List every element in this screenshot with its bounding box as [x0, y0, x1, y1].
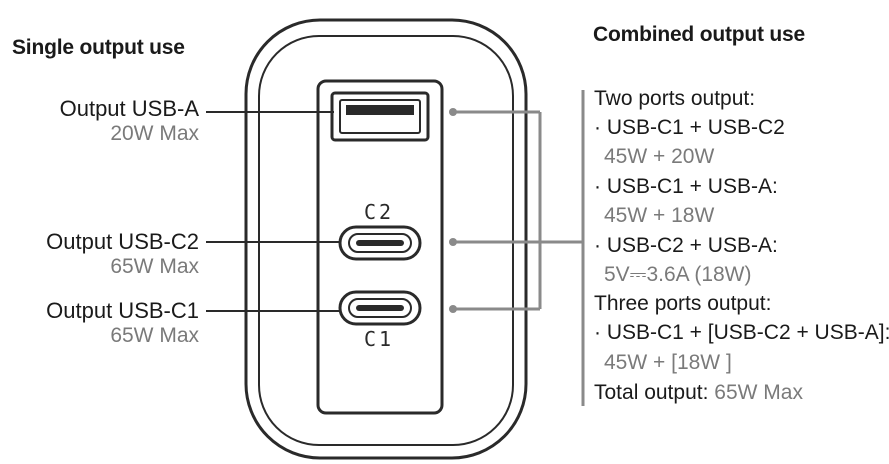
connector-dots — [449, 108, 457, 313]
output-usb-c2-label: Output USB-C2 — [46, 229, 199, 254]
output-usb-c1-power: 65W Max — [110, 324, 199, 347]
right-connector-lines — [453, 90, 585, 406]
combo-1-ports: · USB-C1 + USB-C2 — [594, 116, 785, 139]
total-output: Total output: 65W Max — [594, 381, 803, 405]
port-panel — [316, 79, 444, 415]
combined-output-heading: Combined output use — [593, 23, 806, 46]
combo-1-power: 45W + 20W — [604, 145, 715, 168]
combo-2-power: 45W + 18W — [604, 204, 715, 227]
output-usb-c1-label: Output USB-C1 — [46, 298, 199, 323]
usb-c1-port-icon — [338, 290, 422, 326]
combo-2-ports: · USB-C1 + USB-A: — [594, 175, 778, 198]
three-combo-power: 45W + [18W ] — [604, 351, 732, 374]
charger-outer-body — [244, 18, 528, 460]
port-label-c1: C1 — [364, 327, 395, 351]
combo-3-power: 5V⎓3.6A (18W) — [604, 263, 752, 286]
total-output-label: Total output: — [594, 381, 709, 404]
single-output-heading: Single output use — [12, 36, 185, 59]
output-usb-c2-power: 65W Max — [110, 255, 199, 278]
total-output-value: 65W Max — [714, 381, 803, 404]
three-combo-ports: · USB-C1 + [USB-C2 + USB-A]: — [594, 321, 889, 344]
two-ports-title: Two ports output: — [594, 87, 756, 110]
left-leader-lines — [206, 111, 340, 312]
output-usb-a-power: 20W Max — [110, 122, 199, 145]
usb-c2-port-icon — [338, 225, 422, 261]
three-ports-title: Three ports output: — [594, 292, 772, 315]
usb-a-port-icon — [330, 91, 430, 142]
port-label-c2: C2 — [364, 200, 395, 224]
combo-3-ports: · USB-C2 + USB-A: — [594, 234, 778, 257]
output-usb-a-label: Output USB-A — [59, 96, 199, 121]
